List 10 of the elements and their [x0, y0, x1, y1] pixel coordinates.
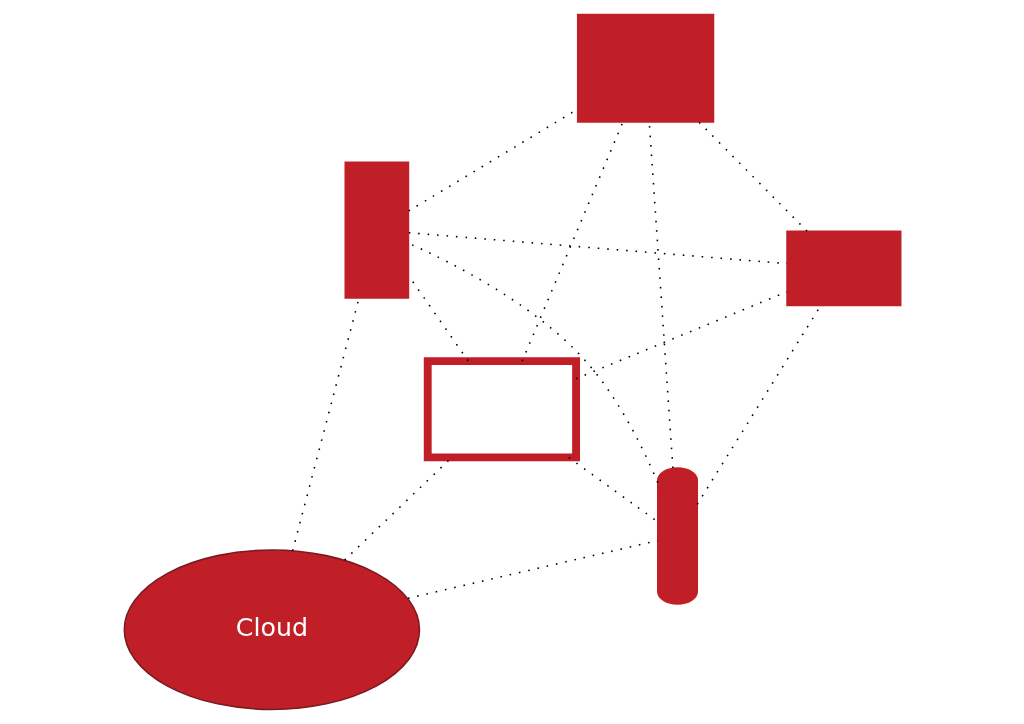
node-box [785, 230, 901, 307]
connector [567, 456, 658, 523]
connector [697, 121, 808, 232]
connector [574, 291, 788, 380]
node-box [423, 357, 580, 462]
connector [406, 539, 658, 600]
node-box [576, 13, 714, 123]
node-box [344, 161, 409, 299]
connector [520, 121, 624, 362]
node-ellipse: Cloud [123, 549, 420, 711]
